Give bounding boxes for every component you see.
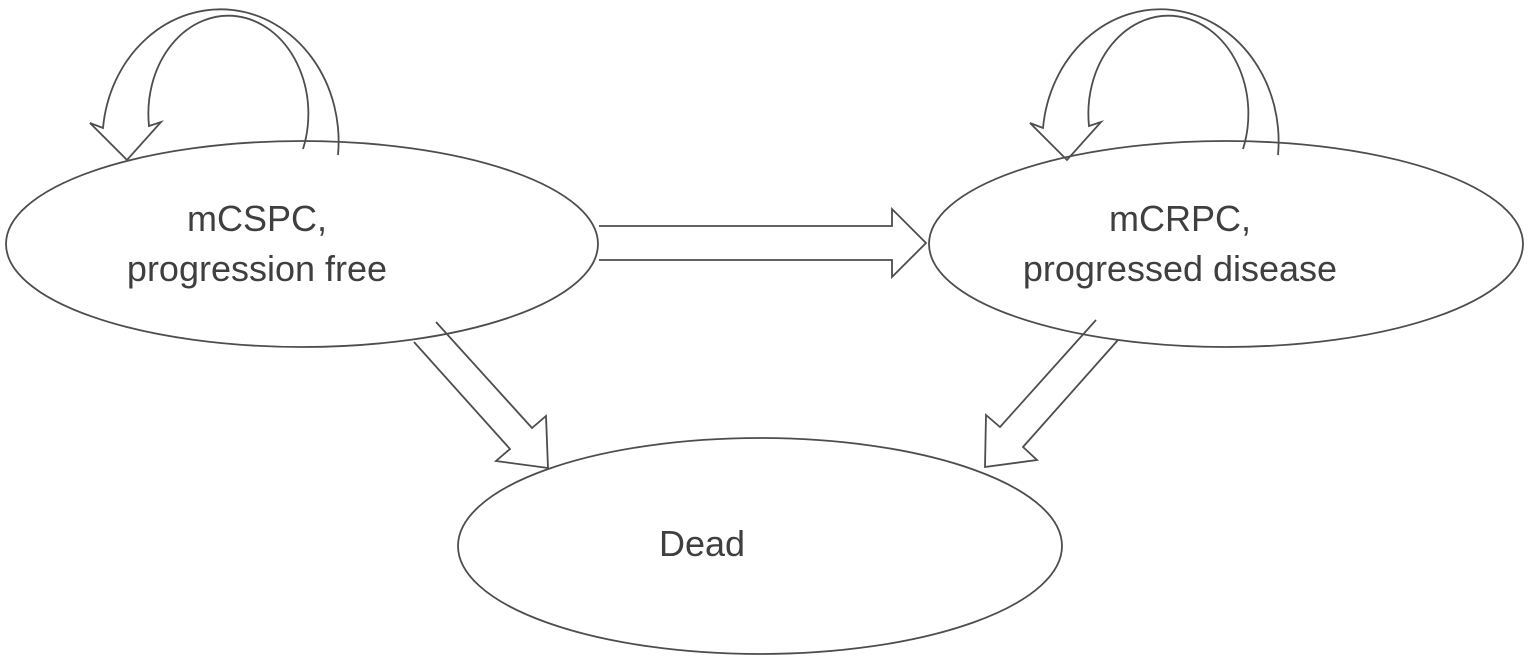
arrow-mcrpc-to-dead (984, 319, 1119, 469)
state-ellipse-dead (457, 437, 1063, 655)
self-loop-arrow-mcspc (89, 8, 340, 162)
arrow-mcspc-to-dead (413, 321, 549, 470)
self-loop-arrow-mcrpc (1029, 8, 1280, 162)
arrow-mcspc-to-mcrpc (599, 206, 928, 280)
state-ellipse-mcspc (5, 140, 599, 348)
state-ellipse-mcrpc (928, 140, 1524, 348)
